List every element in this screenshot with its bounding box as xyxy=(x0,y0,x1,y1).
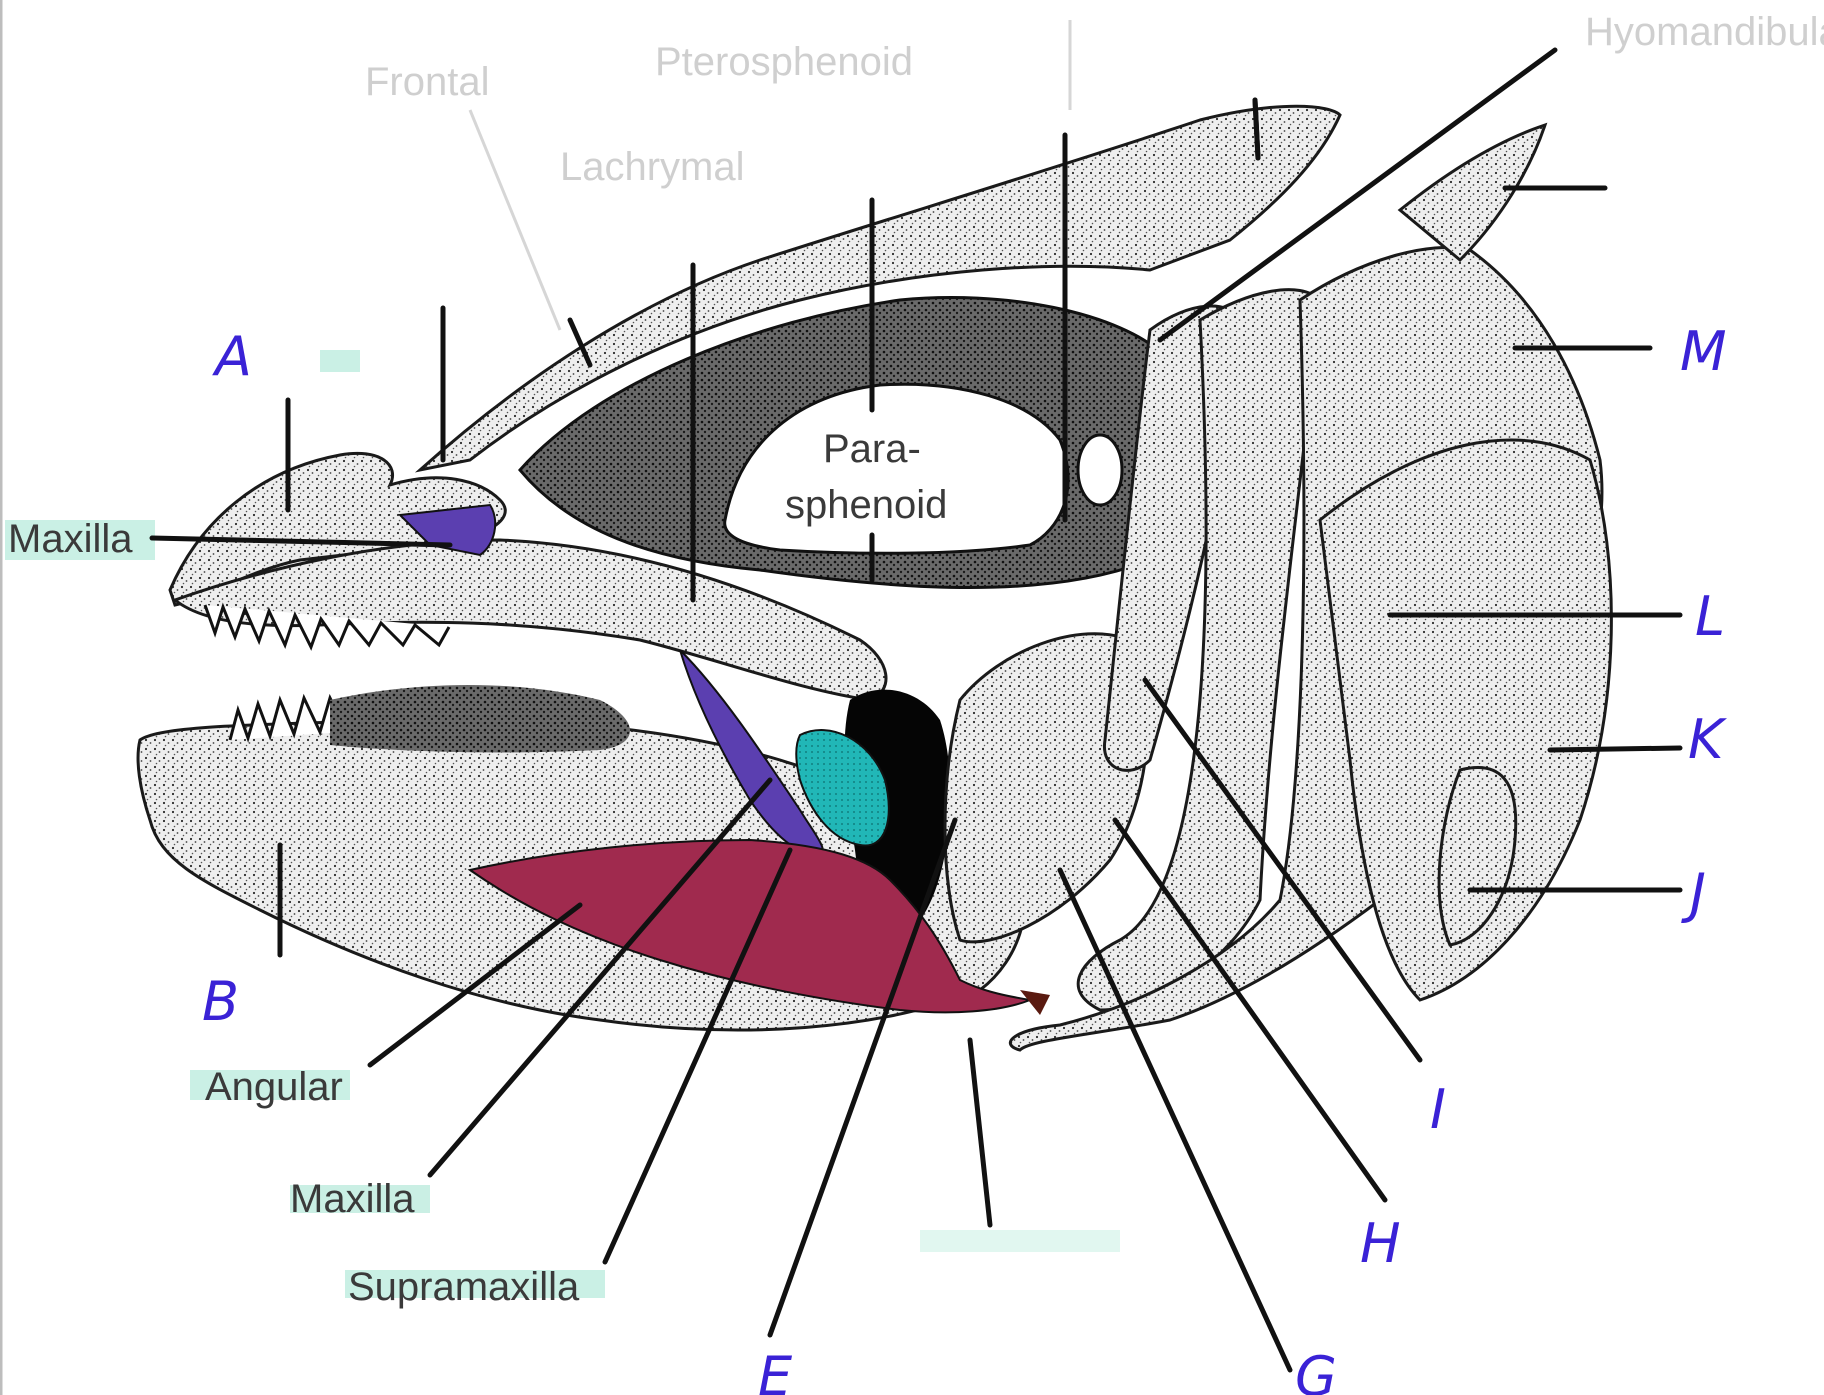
highlight-supramaxilla xyxy=(345,1270,605,1298)
leader-bottom-mid xyxy=(967,1037,993,1228)
leader-g xyxy=(1057,867,1293,1373)
leader-k xyxy=(1547,745,1683,753)
hand-letter-i: I xyxy=(1430,1078,1446,1141)
leader-i xyxy=(1142,677,1423,1063)
faded-leader-frontal xyxy=(468,109,562,331)
hand-letter-h: H xyxy=(1360,1212,1401,1275)
hand-letter-e: E xyxy=(758,1345,793,1395)
label-parasphenoid-2: sphenoid xyxy=(785,483,947,527)
hand-letter-b: B xyxy=(202,970,239,1033)
posttemporal-spine xyxy=(1397,122,1548,263)
leader-top-nub xyxy=(1252,97,1261,161)
highlight-strokes xyxy=(5,350,1120,1298)
leader-hyomandibula xyxy=(1157,47,1558,343)
maroon-bone xyxy=(467,838,1034,1014)
faded-label-pterosphenoid: Pterosphenoid xyxy=(655,40,913,84)
highlight-maxilla-bottom xyxy=(290,1185,430,1213)
label-maxilla-top: Maxilla xyxy=(8,517,133,561)
leader-maxilla-top xyxy=(149,535,453,548)
hand-letter-a: A xyxy=(212,325,252,388)
label-maxilla-bottom: Maxilla xyxy=(290,1177,415,1221)
mouth-shadow xyxy=(330,685,630,753)
orbit-window xyxy=(723,382,1070,555)
label-parasphenoid-1: Para- xyxy=(823,427,921,471)
posterior-window xyxy=(1076,433,1124,507)
hand-letter-k: K xyxy=(1688,708,1727,771)
label-angular: Angular xyxy=(205,1065,343,1109)
faded-label-frontal: Frontal xyxy=(365,60,490,104)
snout-bone xyxy=(168,452,507,607)
handwritten-letters: A B E G H I J K L M xyxy=(202,320,1727,1395)
brown-notch xyxy=(1020,990,1050,1015)
teal-bone xyxy=(795,729,890,847)
label-supramaxilla: Supramaxilla xyxy=(348,1265,580,1309)
leader-angular xyxy=(367,902,583,1068)
leader-lines xyxy=(149,47,1683,1373)
printed-labels: Maxilla Para- sphenoid Angular Maxilla S… xyxy=(8,427,947,1309)
hand-letter-m: M xyxy=(1680,320,1727,383)
skull-drawing xyxy=(136,104,1613,1052)
subopercle xyxy=(1318,438,1613,1002)
hand-letter-l: L xyxy=(1695,585,1725,648)
highlight-a xyxy=(320,350,360,372)
hand-letter-g: G xyxy=(1295,1345,1337,1395)
highlight-bottom xyxy=(920,1230,1120,1252)
faded-labels: Frontal Pterosphenoid Lachrymal Hyomandi… xyxy=(365,10,1824,331)
hand-letter-j: J xyxy=(1681,862,1706,925)
leader-frontal xyxy=(567,317,593,368)
leader-e xyxy=(767,817,958,1338)
faded-label-hyomandibula: Hyomandibula xyxy=(1585,10,1824,54)
supracleithrum xyxy=(1437,766,1518,947)
leader-h xyxy=(1112,817,1388,1203)
highlight-maxilla-top xyxy=(5,520,155,560)
purple-bone-upper xyxy=(397,503,497,557)
leader-supramaxilla xyxy=(602,847,793,1265)
quadrate-region xyxy=(943,632,1149,944)
faded-label-lachrymal: Lachrymal xyxy=(560,145,745,189)
highlight-angular xyxy=(190,1070,350,1100)
upper-teeth xyxy=(203,602,451,651)
leader-maxilla-bottom xyxy=(427,777,773,1178)
cranium-roof xyxy=(414,104,1342,473)
